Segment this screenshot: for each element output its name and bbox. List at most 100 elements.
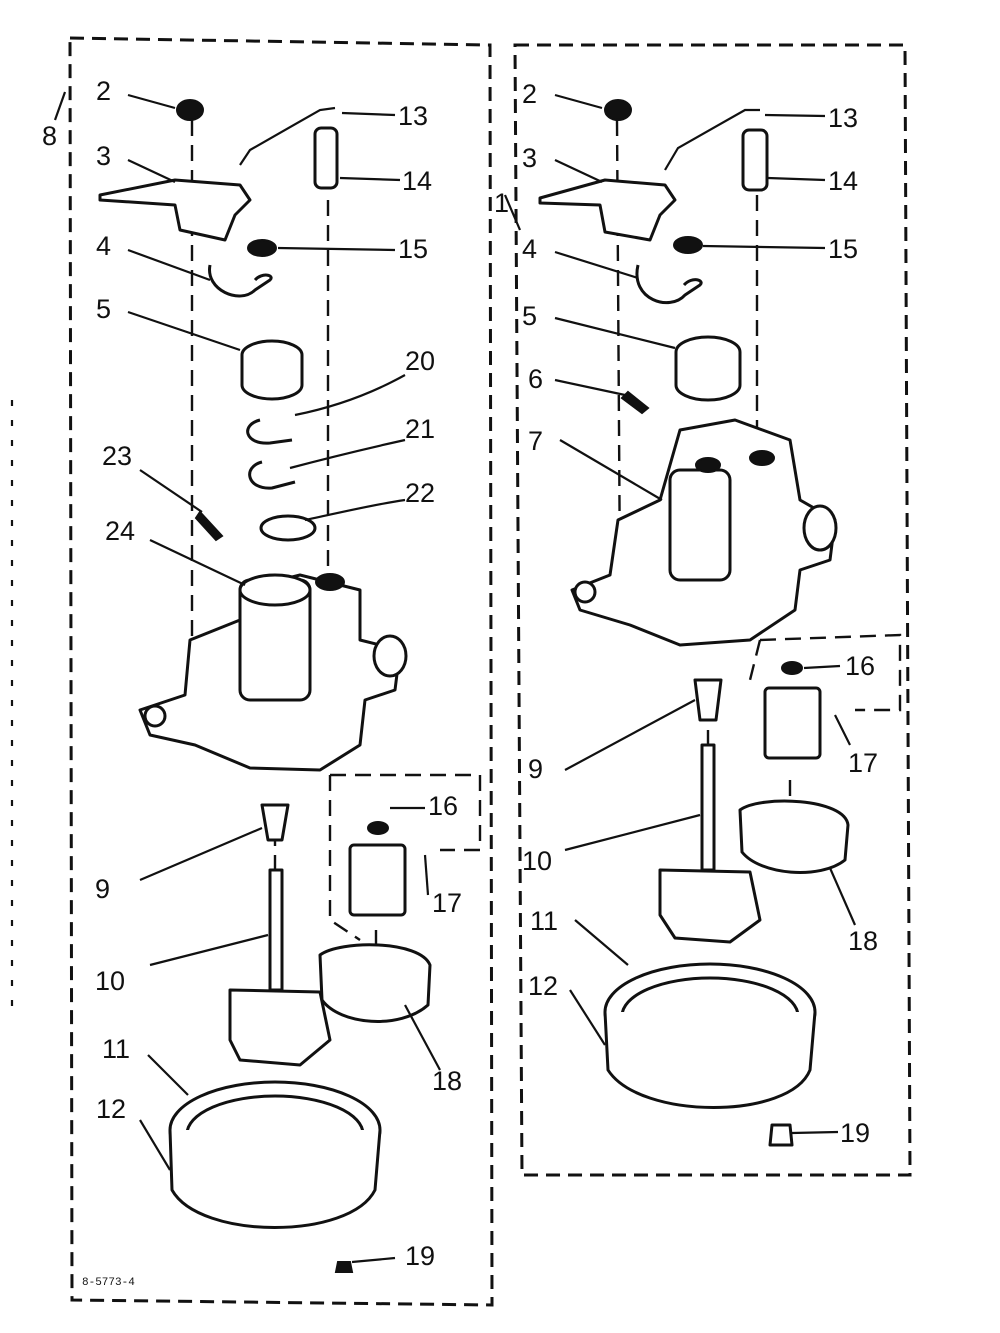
right-leader-15 [702,244,826,250]
right-leader-17 [834,714,851,746]
right-callout-6: 6 [528,364,543,394]
left-callout-23: 23 [102,441,132,471]
right-callout-1: 1 [494,188,509,218]
right-leader-18 [828,867,857,926]
right-leader-9 [564,699,696,771]
left-sub-box [328,773,482,941]
left-housing-port [315,573,345,591]
left-part-2-nut [176,99,204,121]
right-leader-6 [554,378,626,397]
left-panel: 8 2 3 4 5 13 14 15 20 21 22 23 24 16 17 … [42,36,494,1307]
left-callout-19: 19 [405,1241,435,1271]
right-callout-10: 10 [522,846,552,876]
right-callout-18: 18 [848,926,878,956]
right-callout-11: 11 [530,906,558,936]
right-part-4-spring [635,264,703,305]
right-leader-1 [503,194,522,231]
left-callout-14: 14 [402,166,432,196]
left-leader-20 [294,374,406,417]
left-callout-18: 18 [432,1066,462,1096]
left-part-13-rod [239,106,336,166]
left-callout-16: 16 [428,791,458,821]
right-housing-ear [573,580,597,604]
left-callout-2: 2 [96,76,111,106]
right-part-6-key [620,390,650,415]
right-callout-15: 15 [828,234,858,264]
right-leader-3 [554,159,603,183]
left-part-10-shaft [268,868,284,992]
right-part-10-shaft [700,743,716,872]
left-leader-10 [149,933,269,967]
left-callout-11: 11 [102,1034,130,1064]
left-callout-10: 10 [95,966,125,996]
left-callout-8: 8 [42,121,57,151]
right-leader-5 [554,316,676,350]
left-callout-12: 12 [96,1094,126,1124]
right-leader-19 [791,1130,839,1135]
left-drawing-code: 8-5773-4 [82,1277,135,1289]
left-part-3-bracket [98,178,252,242]
left-part-14-coupling [313,126,339,190]
right-leader-12 [569,989,606,1046]
right-callout-3: 3 [522,143,537,173]
right-housing-port [749,450,775,466]
right-part-12-ring-body [603,1011,817,1109]
left-part-21-clip [248,460,296,490]
right-part-17-valve [763,686,822,760]
left-callout-13: 13 [398,101,428,131]
left-part-15-washer [247,239,277,257]
right-part-2-nut [604,99,632,121]
left-leader-23 [139,469,203,513]
right-leader-4 [554,250,639,280]
left-leader-13 [341,111,396,117]
right-leader-10 [564,813,701,852]
left-part-5-pulley-body [240,355,304,401]
right-panel-border [513,43,912,1177]
right-callout-12: 12 [528,971,558,1001]
right-part-5-pulley-body [674,352,742,402]
left-part-4-spring [208,264,273,298]
right-housing-outlet [802,504,838,552]
right-leader-14 [767,176,826,182]
left-callout-22: 22 [405,478,435,508]
arrow-8 [53,91,67,121]
left-callout-9: 9 [95,874,110,904]
right-callout-13: 13 [828,103,858,133]
left-leader-9 [139,826,263,882]
left-leader-18 [404,1004,441,1071]
left-leader-15 [277,246,396,252]
right-leader-7 [559,439,663,501]
right-callout-9: 9 [528,754,543,784]
left-leader-4 [127,248,211,282]
left-callout-4: 4 [96,231,111,261]
right-part-15-washer [673,236,703,254]
left-callout-21: 21 [405,414,435,444]
left-part-17-valve [348,843,407,917]
left-part-19-screw [334,1261,354,1273]
left-callout-24: 24 [105,516,135,546]
right-housing-hub [668,468,732,582]
left-leader-12 [139,1119,171,1171]
right-sub-box [748,633,902,805]
left-leader-17 [423,854,430,896]
right-part-18-base [738,799,850,874]
left-housing-outlet [372,634,408,678]
right-housing-hub-top [695,457,721,473]
right-leader-16 [803,664,841,670]
right-part-16-cap [781,661,803,675]
left-leader-2 [127,93,176,110]
left-panel-border [68,36,494,1307]
right-callout-5: 5 [522,301,537,331]
right-callout-4: 4 [522,234,537,264]
right-callout-7: 7 [528,426,543,456]
right-leader-2 [554,93,603,110]
left-callout-3: 3 [96,141,111,171]
left-part-23-key [194,510,224,542]
left-part-9-bushing [260,803,290,842]
left-callout-17: 17 [432,888,462,918]
left-part-20-clip [246,418,293,445]
right-part-3-bracket [538,178,677,242]
right-part-19-screw [768,1123,794,1147]
right-callout-2: 2 [522,79,537,109]
